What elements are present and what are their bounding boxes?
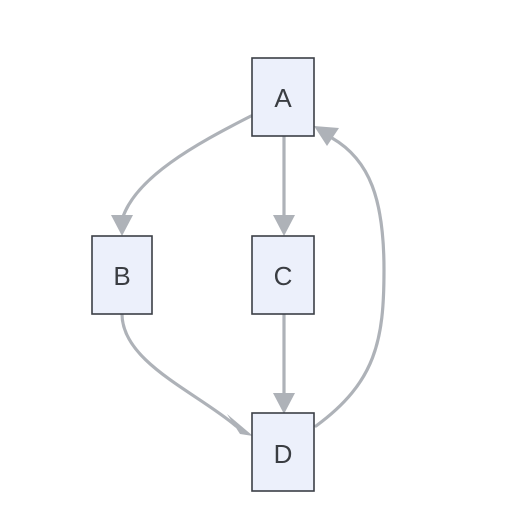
diagram-nodes: A B C D [91,57,315,492]
node-d-box [251,412,315,492]
arrowhead-a-to-b [111,215,133,236]
node-b-box [91,235,153,315]
arrowhead-d-to-a [314,126,339,146]
node-d-label: D [274,439,293,469]
node-c: C [251,235,315,315]
node-b-label: B [113,261,130,291]
edge-b-to-d [120,312,238,428]
node-b: B [91,235,153,315]
node-d: D [251,412,315,492]
node-c-label: C [274,261,293,291]
edge-a-to-b [120,114,253,222]
edge-d-to-a [314,136,386,428]
diagram-edges [111,114,386,436]
node-a: A [251,57,315,137]
arrowhead-b-to-d [227,414,253,436]
node-a-box [251,57,315,137]
node-c-box [251,235,315,315]
arrowhead-c-to-d [273,393,295,414]
node-a-label: A [274,83,292,113]
arrowhead-a-to-c [273,215,295,236]
